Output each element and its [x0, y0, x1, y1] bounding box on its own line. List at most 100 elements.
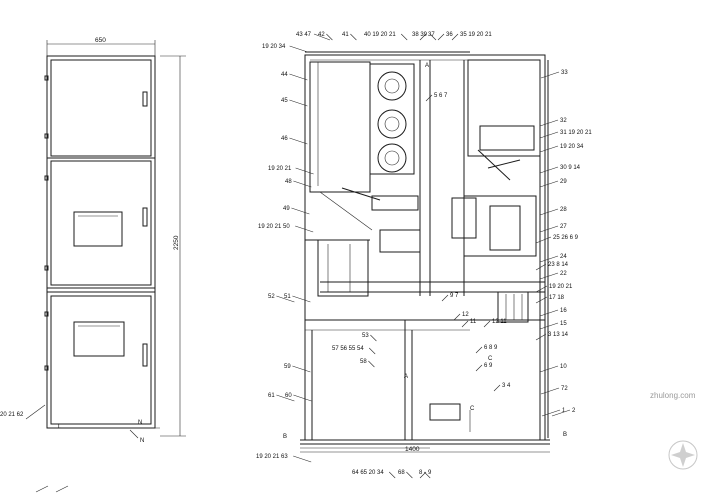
- callout-label: 9: [428, 470, 432, 476]
- leader-lines: [276, 33, 571, 479]
- callout-label: 51: [284, 294, 291, 300]
- front-width-dim: 650: [95, 37, 106, 44]
- leader-line: [539, 131, 559, 139]
- front-bottom-label-0: L: [58, 424, 62, 430]
- front-view: 650 2250 20 21 62 L: [0, 37, 186, 493]
- leader-line: [539, 272, 559, 280]
- callout-label: 44: [281, 72, 288, 78]
- callout-label: 72: [561, 386, 568, 392]
- callout-label: 8: [419, 470, 423, 476]
- callout-label: 49: [283, 206, 290, 212]
- top-door-handle: [142, 91, 148, 107]
- callout-label: 33: [561, 70, 568, 76]
- leader-line: [388, 471, 396, 479]
- leader-line: [539, 309, 559, 317]
- callout-label: 27: [560, 224, 567, 230]
- section-mark-c-bottom: C: [470, 406, 475, 412]
- leader-line: [368, 347, 376, 355]
- section-marks: A A B B C C: [283, 63, 567, 440]
- callout-label: 61: [268, 393, 275, 399]
- callout-label: 19 20 21: [268, 166, 292, 172]
- middle-window: [73, 211, 123, 247]
- leader-line: [535, 296, 548, 304]
- upper-contact: [371, 195, 419, 211]
- callout-label: 46: [281, 136, 288, 142]
- callout-label: 58: [360, 359, 367, 365]
- leader-line: [535, 285, 548, 293]
- leader-line: [293, 180, 312, 188]
- lv-compartment: [467, 59, 541, 157]
- leader-line: [419, 33, 427, 41]
- cable-terminal: [429, 403, 461, 421]
- callout-label: 43 47: [296, 32, 312, 38]
- leader-line: [475, 346, 483, 354]
- leader-line: [295, 167, 314, 175]
- leader-line: [475, 364, 483, 372]
- cabinet-outline: [46, 55, 156, 429]
- leader-line: [451, 33, 459, 41]
- callout-label: 25 26 6 9: [553, 235, 579, 241]
- leader-line: [350, 33, 357, 41]
- callout-label: 5 6 7: [434, 93, 448, 99]
- leader-line: [276, 394, 295, 402]
- callout-label: 6 9: [484, 363, 493, 369]
- callout-label: 15: [560, 321, 567, 327]
- callout-label: 17 18: [549, 295, 565, 301]
- callout-label: 64 65 20 34: [352, 470, 384, 476]
- leader-line: [368, 360, 375, 368]
- callout-label: 57 56 55 54: [332, 346, 364, 352]
- leader-line: [292, 295, 311, 303]
- leader-line: [326, 33, 333, 41]
- leader-line: [406, 471, 413, 479]
- leader-line: [419, 471, 427, 479]
- ct-compartment: [317, 239, 369, 297]
- callout-label: 32: [560, 118, 567, 124]
- leader-line: [551, 409, 571, 417]
- leader-line: [539, 225, 559, 233]
- callout-label: 10: [560, 364, 567, 370]
- leader-line: [289, 45, 308, 53]
- lower-contact: [379, 229, 421, 253]
- leader-line: [539, 365, 559, 373]
- section-width-dim: 1400: [405, 446, 420, 453]
- section-mark-a-bottom: A: [404, 374, 408, 380]
- section-mark-c-top: C: [488, 356, 493, 362]
- front-side-label: 20 21 62: [0, 412, 24, 418]
- watermark-text: zhulong.com: [650, 391, 696, 400]
- leader-line: [493, 384, 501, 392]
- callout-label: 1: [562, 408, 566, 414]
- leader-line: [370, 334, 377, 342]
- callout-label: 60: [285, 393, 292, 399]
- leader-line: [429, 33, 437, 41]
- callout-label: 23 8 14: [548, 262, 569, 268]
- leader-line: [289, 137, 308, 145]
- callout-label: 42: [318, 32, 325, 38]
- callout-label: 41: [342, 32, 349, 38]
- callout-label: 45: [281, 98, 288, 104]
- callout-label: 12 11: [492, 319, 507, 325]
- leader-line: [539, 166, 559, 174]
- middle-door: [50, 160, 152, 286]
- callout-label: 6 8 9: [484, 345, 498, 351]
- leader-line: [293, 455, 312, 463]
- leader-line: [400, 33, 408, 41]
- callout-label: 53: [362, 333, 369, 339]
- callout-label: 40 19 20 21: [364, 32, 396, 38]
- callout-label: 19 20 34: [560, 144, 584, 150]
- leader-line: [295, 225, 314, 233]
- leader-line: [289, 99, 308, 107]
- callout-label: 68: [398, 470, 405, 476]
- front-bottom-label-1: N: [138, 420, 142, 426]
- watermark-logo-icon: [668, 440, 698, 470]
- leader-line: [292, 365, 311, 373]
- callout-label: 52: [268, 294, 275, 300]
- leader-line: [539, 255, 559, 263]
- bottom-door-handle: [142, 343, 148, 367]
- leader-line: [541, 409, 561, 417]
- callout-label: 38 39: [412, 32, 428, 38]
- ct-block: [497, 291, 529, 323]
- callout-label: 19 20 34: [262, 44, 286, 50]
